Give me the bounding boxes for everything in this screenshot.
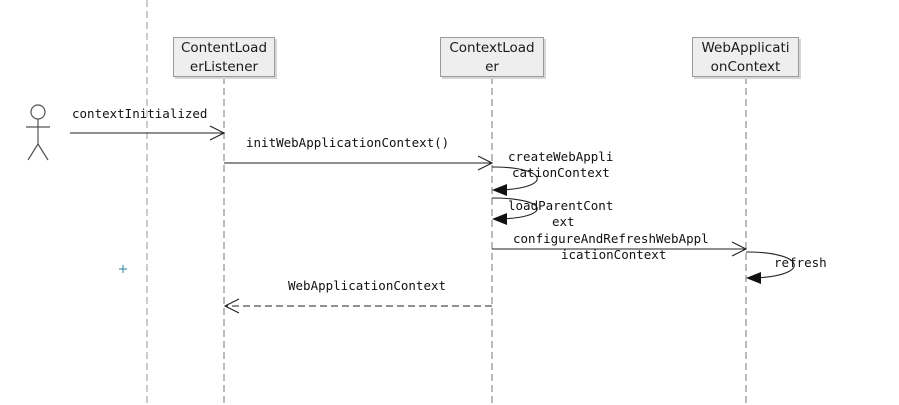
message-contextInitialized-arrow bbox=[70, 125, 226, 141]
crosshair-cursor-icon bbox=[119, 265, 127, 273]
participant-context-loader[interactable]: ContextLoad er bbox=[440, 37, 544, 77]
message-label-configureAndRefresh: configureAndRefreshWebAppl icationContex… bbox=[513, 231, 709, 263]
participant-content-loader-listener[interactable]: ContentLoad erListener bbox=[173, 37, 275, 77]
message-return-WebApplicationContext-arrow bbox=[223, 298, 492, 314]
participant-label-line: erListener bbox=[189, 59, 259, 75]
message-label-line: initWebApplicationContext() bbox=[246, 135, 450, 150]
message-label-contextInitialized: contextInitialized bbox=[72, 106, 207, 122]
participant-label-line: ContentLoad bbox=[180, 40, 268, 56]
participant-label-line: ContextLoad bbox=[449, 40, 535, 56]
actor-icon bbox=[26, 104, 50, 161]
participant-web-application-context[interactable]: WebApplicati onContext bbox=[692, 37, 799, 77]
message-label-line: contextInitialized bbox=[72, 106, 208, 121]
message-label-createWebApplicationContext: createWebAppli cationContext bbox=[508, 149, 613, 181]
message-label-line: createWebAppli bbox=[508, 149, 614, 164]
message-label-line: configureAndRefreshWebAppl bbox=[513, 231, 709, 246]
message-createWebApplicationContext-arrowhead bbox=[492, 184, 507, 196]
participant-label-line: er bbox=[485, 59, 499, 75]
participant-label-line: WebApplicati bbox=[701, 40, 790, 56]
message-label-initWebApplicationContext: initWebApplicationContext() bbox=[246, 135, 449, 151]
message-label-line: ext bbox=[552, 214, 575, 229]
message-loadParentContext-arrowhead bbox=[492, 213, 507, 225]
message-configureAndRefresh-arrow bbox=[492, 241, 748, 257]
message-refresh-arrowhead bbox=[746, 272, 761, 284]
message-loadParentContext-loop bbox=[491, 197, 538, 220]
message-label-line: loadParentCont bbox=[508, 198, 614, 213]
message-refresh-loop bbox=[745, 251, 795, 279]
message-label-refresh: refresh bbox=[774, 255, 827, 271]
message-createWebApplicationContext-loop bbox=[491, 166, 538, 191]
message-label-line: icationContext bbox=[561, 247, 667, 262]
message-initWebApplicationContext-arrow bbox=[224, 155, 494, 171]
message-label-line: cationContext bbox=[512, 165, 610, 180]
message-label-return-WebApplicationContext: WebApplicationContext bbox=[288, 278, 446, 294]
message-label-line: refresh bbox=[774, 255, 827, 270]
message-label-loadParentContext: loadParentCont ext bbox=[508, 198, 613, 230]
message-label-line: WebApplicationContext bbox=[288, 278, 447, 293]
participant-label-line: onContext bbox=[710, 59, 781, 75]
